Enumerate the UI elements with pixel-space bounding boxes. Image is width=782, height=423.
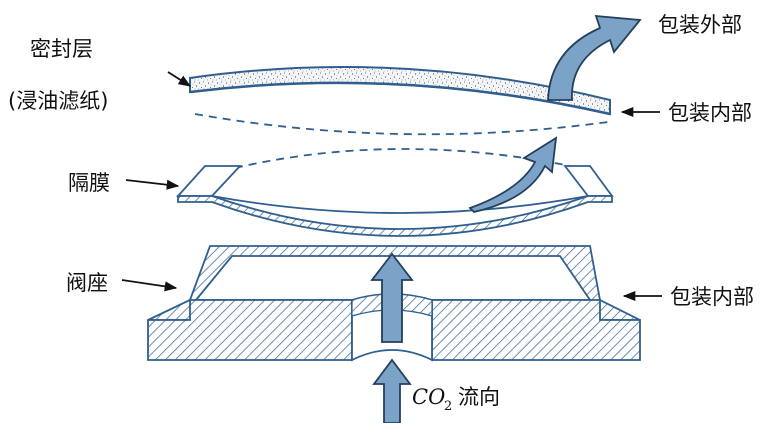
co2-flow-arrow-center <box>370 252 414 343</box>
membrane-right-flap <box>563 165 614 197</box>
co2-formula-label: CO <box>412 385 445 409</box>
seal-layer-projection-dashed <box>194 113 609 136</box>
seal-layer-pointer <box>167 71 192 87</box>
membrane-body <box>177 195 613 237</box>
outside-package-label: 包装外部 <box>658 13 742 37</box>
seal-layer-edge <box>189 81 611 116</box>
seal-layer-sublabel: (浸油滤纸) <box>8 89 108 113</box>
inside-package-bottom-label: 包装内部 <box>670 285 754 309</box>
membrane-label: 隔膜 <box>68 171 110 195</box>
co2-flow-label: 流向 <box>458 385 500 409</box>
valve-seat-pointer <box>121 279 178 292</box>
membrane-left-flap <box>175 165 243 197</box>
gas-flow-arrow-membrane <box>468 136 558 213</box>
seal-layer <box>189 66 611 116</box>
gas-flow-arrow-outside <box>547 14 642 101</box>
inside-package-top-label: 包装内部 <box>668 101 752 125</box>
valve-seat-label: 阀座 <box>66 271 108 295</box>
co2-subscript-label: 2 <box>444 399 452 414</box>
membrane-surface <box>211 195 589 214</box>
membrane-pointer <box>125 179 180 190</box>
seal-layer-label: 密封层 <box>30 37 93 61</box>
co2-flow-arrow-bottom <box>372 358 412 423</box>
